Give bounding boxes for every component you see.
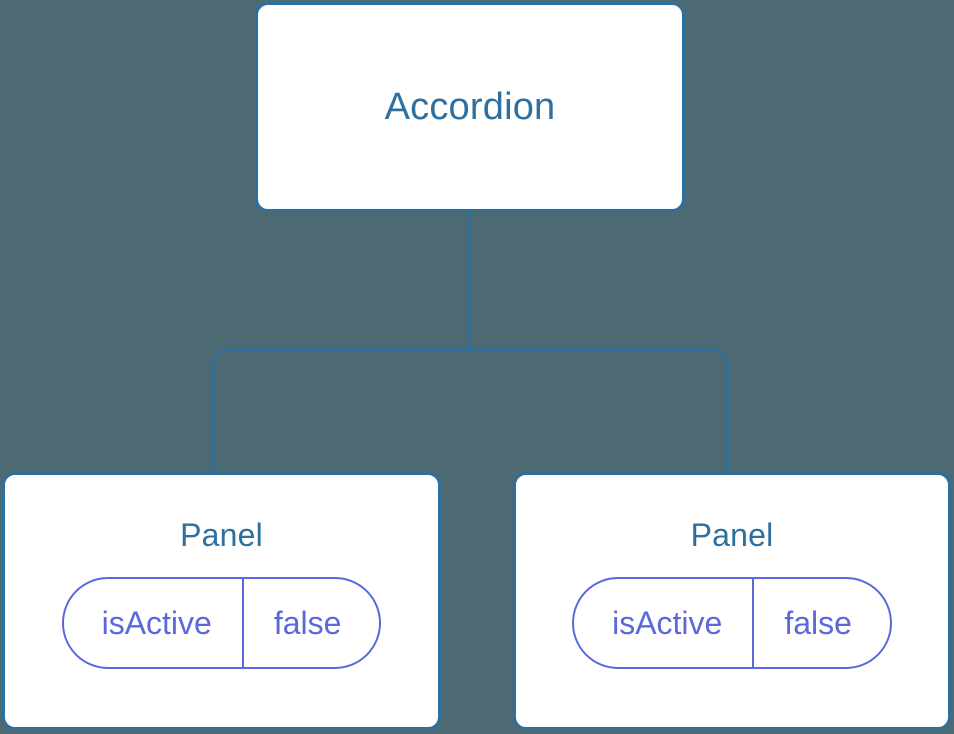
node-panel-0-prop-pill[interactable]: isActive false <box>61 577 382 669</box>
node-panel-0-prop-value: false <box>273 605 342 641</box>
node-accordion[interactable]: Accordion <box>255 2 685 212</box>
node-panel-1-prop-pill[interactable]: isActive false <box>572 577 892 669</box>
node-panel-1-prop-value: false <box>784 605 852 641</box>
node-panel-1-title: Panel <box>690 517 774 553</box>
node-panel-0[interactable]: Panel isActive false <box>2 472 441 730</box>
node-accordion-title: Accordion <box>384 86 556 128</box>
node-panel-0-title: Panel <box>180 517 263 553</box>
node-panel-1-prop-key: isActive <box>574 579 755 667</box>
connector-branch-bar <box>211 348 729 472</box>
node-panel-1[interactable]: Panel isActive false <box>513 472 951 730</box>
node-panel-0-prop-key: isActive <box>64 579 244 667</box>
